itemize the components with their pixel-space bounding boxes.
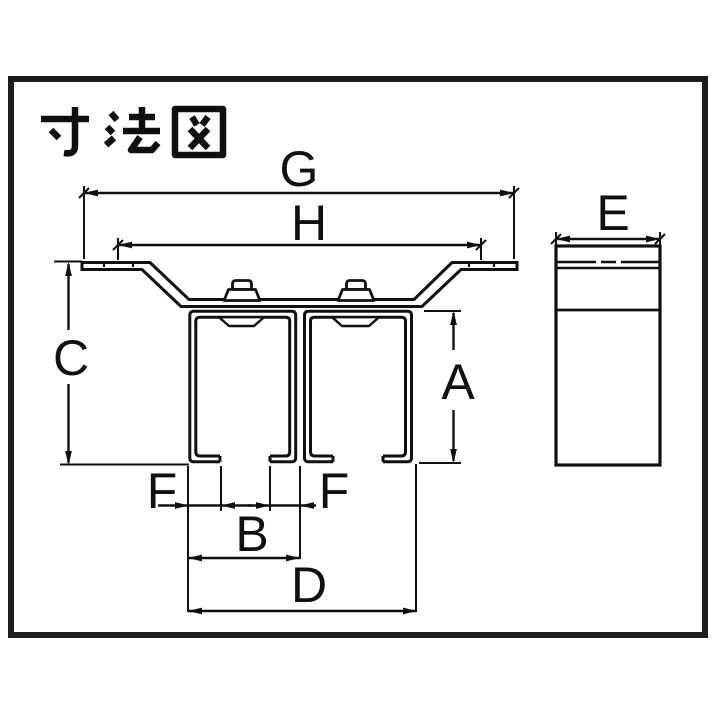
arrow-G-right bbox=[500, 189, 514, 197]
witness-lines bbox=[54, 186, 666, 612]
nut bbox=[336, 288, 376, 302]
oblique-ticks bbox=[78, 187, 666, 251]
witness-H bbox=[117, 238, 482, 260]
label-H: H bbox=[291, 195, 327, 251]
dimension-labels: G H E C A F F B D bbox=[53, 141, 630, 613]
bolts bbox=[222, 279, 376, 302]
label-G: G bbox=[280, 141, 319, 197]
label-B: B bbox=[235, 506, 268, 562]
arrow-F2-b bbox=[300, 502, 314, 509]
arrow-D-left bbox=[188, 607, 202, 615]
rail-top-tab bbox=[217, 316, 266, 328]
screw-slot-marks bbox=[102, 262, 496, 267]
arrow-H-right bbox=[467, 241, 481, 249]
arrow-F2-a bbox=[256, 502, 270, 509]
label-F-left: F bbox=[147, 463, 178, 519]
bracket-end-caps bbox=[80, 261, 519, 271]
lip-end-caps bbox=[331, 456, 385, 462]
rail-outer-contour bbox=[303, 309, 413, 464]
rail-inner-contour bbox=[309, 315, 407, 458]
side-profile-body bbox=[554, 244, 662, 467]
arrow-H-left bbox=[118, 241, 132, 249]
nut bbox=[222, 288, 262, 302]
front-view bbox=[80, 261, 519, 464]
dimension-lines bbox=[67, 191, 660, 613]
rail-top-tab bbox=[330, 316, 381, 328]
arrow-A-up bbox=[450, 311, 457, 325]
witness-G bbox=[83, 186, 515, 259]
arrow-B-right bbox=[286, 554, 300, 562]
label-F-right: F bbox=[319, 463, 350, 519]
title-kanji-art bbox=[41, 105, 227, 159]
bolt-right bbox=[336, 279, 376, 302]
mounting-bracket bbox=[80, 261, 519, 308]
arrow-A-down bbox=[450, 449, 457, 463]
bolt-cap bbox=[345, 279, 367, 291]
kanji-hou bbox=[103, 107, 161, 154]
rail-outer-contour bbox=[188, 309, 298, 464]
bolt-left bbox=[222, 279, 262, 302]
rail-inner-contour bbox=[194, 315, 292, 458]
label-E: E bbox=[596, 185, 629, 241]
arrow-E-left bbox=[556, 235, 570, 243]
arrow-B-left bbox=[188, 554, 202, 562]
kanji-zu bbox=[171, 105, 227, 159]
rail-left bbox=[188, 309, 298, 464]
arrow-D-right bbox=[403, 607, 417, 615]
label-A: A bbox=[441, 354, 475, 410]
dimension-arrows bbox=[65, 189, 660, 615]
arrow-F1-b bbox=[221, 502, 235, 509]
lip-end-caps bbox=[218, 456, 272, 462]
side-view bbox=[554, 244, 662, 467]
rail-right bbox=[303, 309, 413, 464]
arrow-E-right bbox=[646, 235, 660, 243]
bracket-outer-surface bbox=[82, 261, 517, 301]
label-C: C bbox=[53, 330, 89, 386]
bracket-inner-surface bbox=[82, 268, 517, 308]
arrow-C-down bbox=[65, 451, 72, 465]
arrow-F1-a bbox=[175, 502, 189, 509]
kanji-sun bbox=[41, 107, 89, 157]
bolt-cap bbox=[231, 279, 253, 291]
arrow-G-left bbox=[84, 189, 98, 197]
drawing-border bbox=[8, 76, 708, 638]
arrow-C-up bbox=[65, 262, 72, 276]
label-D: D bbox=[291, 557, 327, 613]
